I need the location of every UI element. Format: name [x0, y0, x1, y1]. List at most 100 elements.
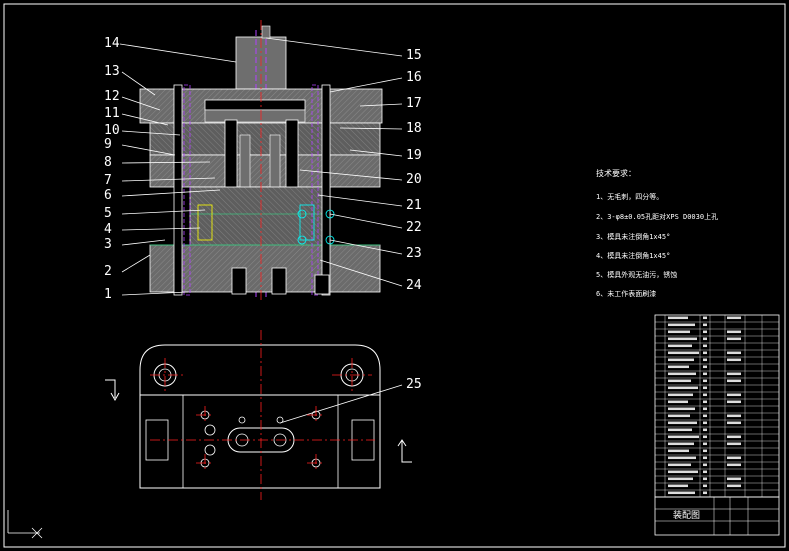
bom-table: [654, 314, 780, 498]
punch-right: [285, 119, 299, 191]
bom-cell-text: [668, 421, 697, 425]
guide-post-right: [321, 84, 331, 296]
bom-cell-text: [703, 442, 707, 446]
part-label: 12: [104, 89, 120, 104]
shank-top: [261, 25, 271, 39]
part-label: 7: [104, 173, 112, 188]
part-label: 4: [104, 222, 112, 237]
bom-cell-text: [727, 435, 741, 439]
bom-cell-text: [668, 351, 699, 355]
bom-cell-text: [668, 456, 696, 460]
bom-cell-text: [668, 407, 695, 411]
punch-small-2: [269, 134, 281, 191]
part-label: 25: [406, 377, 422, 392]
part-label: 5: [104, 206, 112, 221]
bom-cell-text: [668, 344, 692, 348]
bom-cell-text: [727, 351, 741, 355]
bom-cell-text: [727, 456, 741, 460]
bom-cell-text: [703, 323, 707, 327]
bom-cell-text: [727, 330, 741, 334]
note-item: 3、模具未注倒角1x45°: [596, 232, 670, 241]
bom-cell-text: [727, 484, 741, 488]
bom-cell-text: [668, 484, 688, 488]
bom-cell-text: [668, 470, 698, 474]
bom-cell-text: [703, 428, 707, 432]
part-label: 10: [104, 123, 120, 138]
bom-cell-text: [668, 491, 695, 495]
guide-bushing-right: [311, 84, 319, 296]
part-label: 17: [406, 96, 422, 111]
bom-cell-text: [727, 337, 741, 341]
bom-cell-text: [703, 470, 707, 474]
bom-cell-text: [727, 414, 741, 418]
part-label: 11: [104, 106, 120, 121]
bom-cell-text: [703, 379, 707, 383]
lower-die-plate: [149, 244, 381, 293]
bom-cell-text: [727, 316, 741, 320]
bom-cell-text: [727, 421, 741, 425]
notes-title: 技术要求：: [596, 168, 636, 178]
bom-cell-text: [668, 330, 690, 334]
part-label: 22: [406, 220, 422, 235]
plan-outline-top: [139, 344, 381, 396]
bom-cell-text: [703, 456, 707, 460]
bom-cell-text: [727, 379, 741, 383]
bom-cell-text: [668, 337, 697, 341]
part-label: 20: [406, 172, 422, 187]
bom-cell-text: [703, 386, 707, 390]
bom-cell-text: [703, 414, 707, 418]
bom-cell-text: [703, 484, 707, 488]
punch-small-1: [239, 134, 251, 191]
plan-view: [105, 330, 412, 500]
part-label: 24: [406, 278, 422, 293]
part-label: 2: [104, 264, 112, 279]
note-item: 2、3-φ8±0.05孔距对XPS D0030上孔: [596, 212, 718, 221]
drawing-frame: [3, 3, 786, 548]
note-item: 4、模具未注倒角1x45°: [596, 251, 670, 260]
slug-hole-1: [231, 267, 247, 295]
bom-cell-text: [668, 435, 699, 439]
stripper-plate: [149, 154, 381, 188]
bom-cell-text: [727, 358, 741, 362]
note-item: 5、模具外观无油污，锈蚀: [596, 270, 677, 279]
plan-outline-body: [139, 394, 381, 489]
part-label: 23: [406, 246, 422, 261]
bom-cell-text: [668, 379, 691, 383]
plan-die-block: [182, 394, 339, 489]
drawing-name: 装配图: [673, 509, 700, 521]
bom-cell-text: [703, 351, 707, 355]
bom-cell-text: [727, 442, 741, 446]
part-label: 16: [406, 70, 422, 85]
bom-cell-text: [727, 463, 741, 467]
slug-hole-2: [271, 267, 287, 295]
origin-marker: [7, 510, 43, 539]
screw-head-3: [297, 235, 307, 245]
leader-lines-left: [119, 43, 237, 296]
part-label: 13: [104, 64, 120, 79]
guide-post-left: [173, 84, 183, 296]
bom-cell-text: [668, 428, 692, 432]
title-block: 装配图: [654, 496, 780, 536]
bom-cell-text: [668, 414, 690, 418]
bom-cell-text: [703, 344, 707, 348]
bom-cell-text: [703, 435, 707, 439]
bom-cell-text: [668, 365, 689, 369]
screw-head-2: [325, 209, 335, 219]
part-label: 21: [406, 198, 422, 213]
leader-lines-right: [265, 37, 403, 424]
bom-cell-text: [668, 463, 691, 467]
bom-cell-text: [703, 372, 707, 376]
bom-cell-text: [727, 393, 741, 397]
bom-cell-text: [727, 372, 741, 376]
part-label: 9: [104, 137, 112, 152]
section-view: [139, 20, 383, 300]
bom-cell-text: [668, 358, 694, 362]
bom-cell-text: [703, 316, 707, 320]
spring-left: [197, 204, 213, 241]
bom-cell-text: [703, 365, 707, 369]
die-block: [189, 186, 331, 246]
part-label: 1: [104, 287, 112, 302]
part-labels: 14 13 12 11 10 9 8 7 6 5 4 3 2 1 15 16 1…: [104, 36, 422, 392]
bom-cell-text: [703, 491, 707, 495]
screw-head-4: [325, 235, 335, 245]
